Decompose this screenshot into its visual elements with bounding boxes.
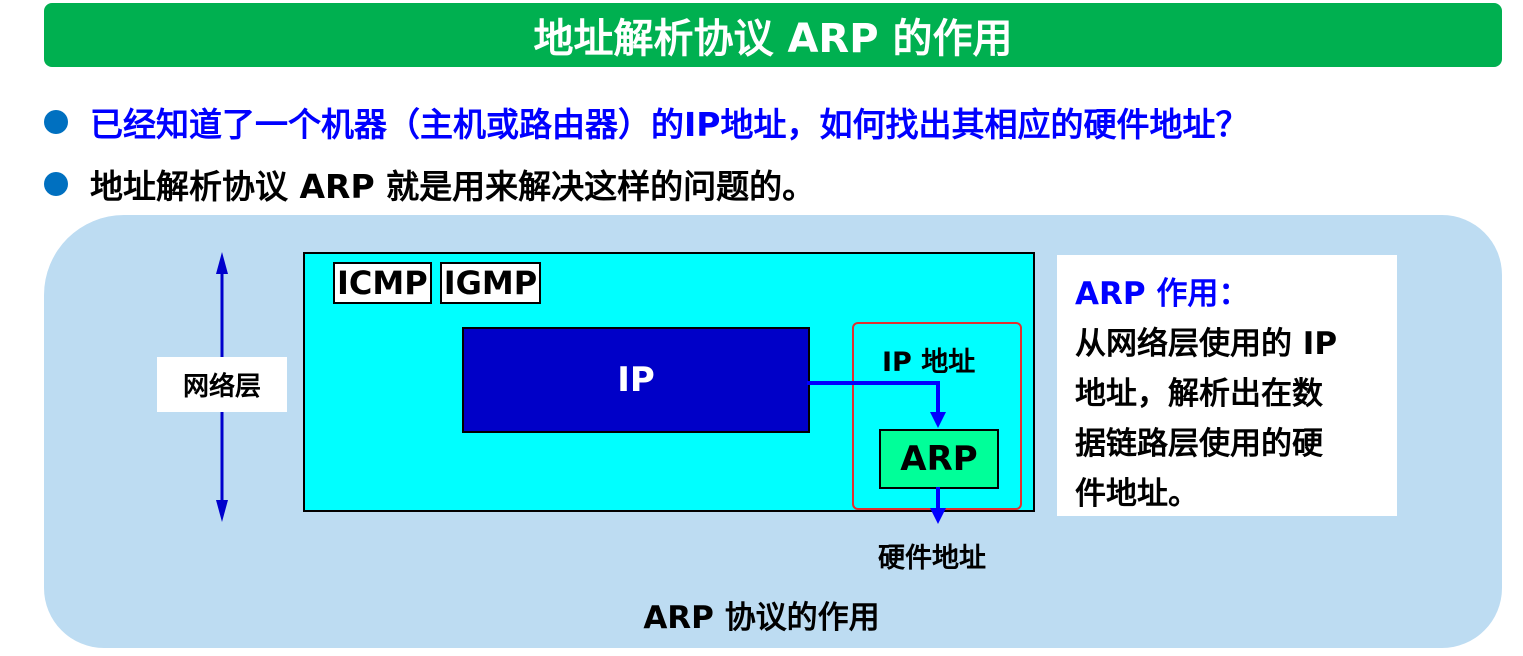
bullet-text: 已经知道了一个机器（主机或路由器）的IP地址，如何找出其相应的硬件地址？ <box>90 105 1249 144</box>
protocol-labels: ICMP IGMP <box>333 262 542 304</box>
bullet-item-question: 已经知道了一个机器（主机或路由器）的IP地址，如何找出其相应的硬件地址？ <box>44 98 1248 146</box>
network-layer-label: 网络层 <box>157 357 287 412</box>
arp-description-title: ARP 作用： <box>1075 276 1250 312</box>
network-layer-label-text: 网络层 <box>182 372 261 402</box>
ip-box-label: IP <box>617 360 655 400</box>
ip-address-label: IP 地址 <box>882 347 976 378</box>
arp-description-line: 件地址。 <box>1075 476 1199 512</box>
ip-to-arp-arrow-icon <box>807 381 946 428</box>
igmp-label: IGMP <box>439 262 542 304</box>
ip-box: IP <box>462 327 810 433</box>
arp-description-line: 地址，解析出在数 <box>1075 376 1323 412</box>
arp-to-hardware-arrow-icon <box>930 487 946 524</box>
bullet-dot-icon <box>44 110 68 134</box>
hardware-address-label: 硬件地址 <box>878 543 986 574</box>
arp-box: ARP <box>879 429 999 489</box>
arp-description-line: 据链路层使用的硬 <box>1075 426 1323 462</box>
slide-title: 地址解析协议 ARP 的作用 <box>533 16 1013 62</box>
bullet-text: 地址解析协议 ARP 就是用来解决这样的问题的。 <box>90 167 816 206</box>
arp-description-line: 从网络层使用的 IP <box>1075 326 1338 362</box>
bullet-item-answer: 地址解析协议 ARP 就是用来解决这样的问题的。 <box>44 160 815 208</box>
icmp-label: ICMP <box>333 262 432 304</box>
diagram-caption: ARP 协议的作用 <box>643 600 880 636</box>
bullet-dot-icon <box>44 172 68 196</box>
arp-box-label: ARP <box>900 439 978 479</box>
slide-title-bar: 地址解析协议 ARP 的作用 <box>44 3 1502 67</box>
arp-description-box: ARP 作用： 从网络层使用的 IP 地址，解析出在数 据链路层使用的硬 件地址… <box>1057 255 1397 516</box>
